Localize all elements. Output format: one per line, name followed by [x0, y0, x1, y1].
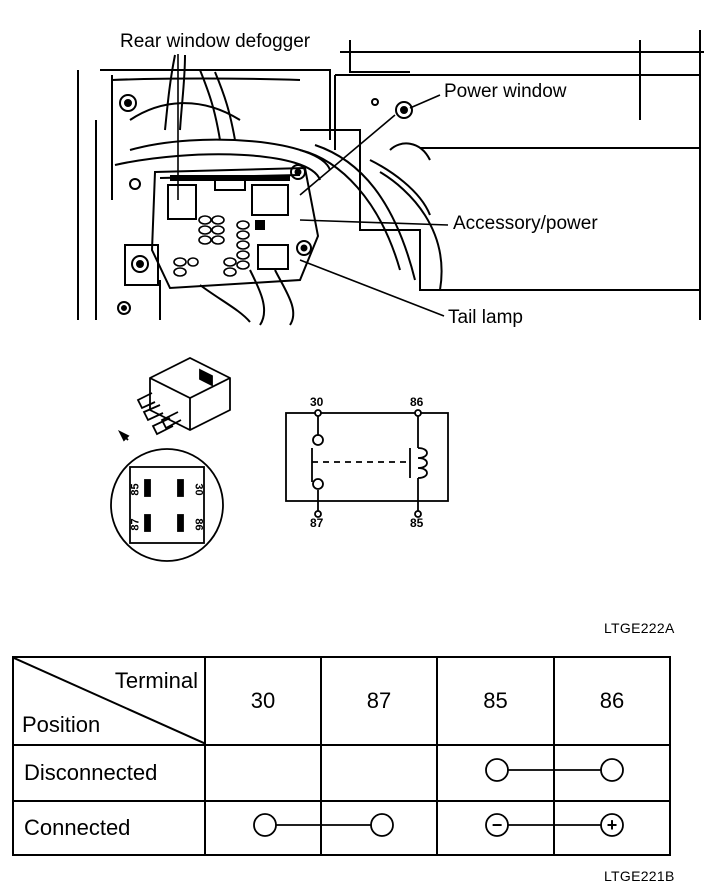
leader-accessory-power — [299, 219, 449, 226]
cell — [320, 800, 438, 856]
continuity-table: Terminal Position 30 87 85 86 Disconnect… — [12, 656, 671, 856]
column-header-30: 30 — [204, 656, 322, 746]
terminal-label-30: 30 — [310, 395, 324, 409]
pin-label-85: 85 — [129, 483, 142, 496]
figure-code-lower: LTGE221B — [604, 868, 675, 884]
header-terminal: Terminal — [114, 668, 198, 693]
figure-code-upper: LTGE222A — [604, 620, 675, 636]
leader-power-window-2 — [299, 114, 396, 196]
pin-label-87: 87 — [129, 518, 142, 531]
terminal-label-86: 86 — [410, 395, 424, 409]
column-header-85: 85 — [436, 656, 555, 746]
cell — [204, 800, 322, 856]
cell — [320, 744, 438, 802]
label-accessory-power: Accessory/power — [453, 213, 598, 234]
label-power-window: Power window — [444, 81, 567, 102]
cell — [436, 744, 555, 802]
column-header-86: 86 — [553, 656, 671, 746]
cell — [436, 800, 555, 856]
relay-box-illustration — [77, 30, 704, 326]
cell — [204, 744, 322, 802]
pin-label-30: 30 — [192, 483, 205, 496]
column-header-87: 87 — [320, 656, 438, 746]
row-label-disconnected: Disconnected — [12, 744, 206, 802]
pin-label-86: 86 — [192, 518, 205, 531]
header-position: Position — [22, 712, 101, 737]
label-rear-window-defogger: Rear window defogger — [120, 31, 311, 52]
relay-pinout-illustration — [110, 356, 449, 562]
terminal-label-85: 85 — [410, 516, 424, 530]
label-tail-lamp: Tail lamp — [448, 307, 523, 328]
row-label-connected: Connected — [12, 800, 206, 856]
terminal-label-87: 87 — [310, 516, 324, 530]
leader-power-window — [409, 94, 441, 109]
header-corner-cell: Terminal Position — [12, 656, 206, 746]
leader-tail-lamp — [299, 259, 445, 317]
cell — [553, 744, 671, 802]
cell — [553, 800, 671, 856]
